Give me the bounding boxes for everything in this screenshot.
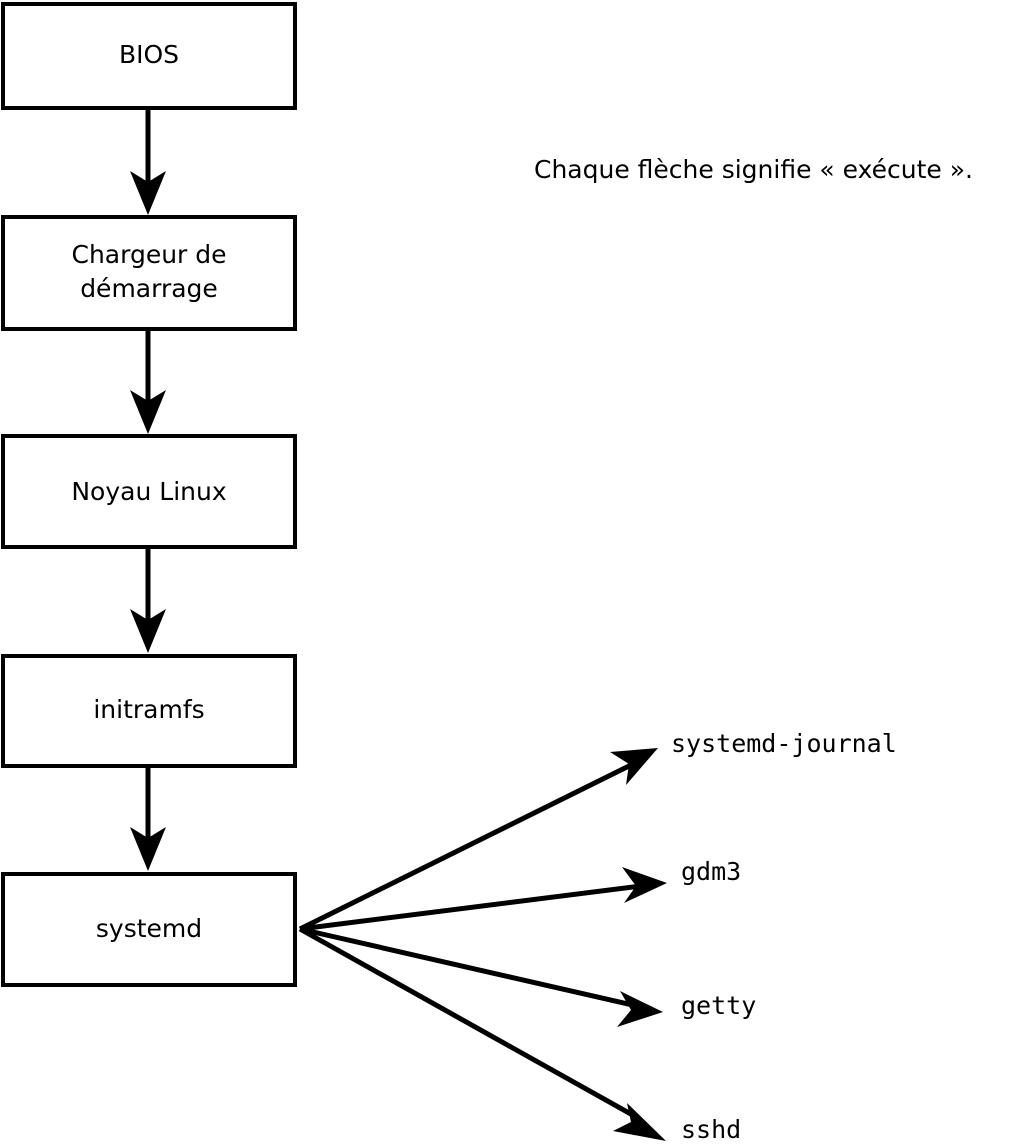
- node-bios-label: BIOS: [119, 40, 179, 69]
- node-bootloader-label-line2: démarrage: [80, 274, 218, 303]
- node-bootloader-box: [1, 215, 297, 331]
- arrow-systemd-to-getty: [299, 926, 663, 1027]
- node-initramfs[interactable]: initramfs: [1, 654, 297, 768]
- node-bios[interactable]: BIOS: [1, 2, 297, 110]
- node-bootloader[interactable]: Chargeur de démarrage: [1, 215, 297, 331]
- node-systemd-label: systemd: [96, 914, 202, 943]
- node-initramfs-label: initramfs: [93, 695, 204, 724]
- service-label-getty: getty: [681, 991, 756, 1020]
- arrow-systemd-to-systemd-journal: [298, 748, 658, 932]
- arrow-shaft: [298, 761, 635, 932]
- arrow-bootloader-to-kernel: [130, 329, 166, 434]
- arrow-kernel-to-initramfs: [130, 547, 166, 653]
- service-label-systemd-journal: systemd-journal: [671, 729, 897, 758]
- legend-note: Chaque flèche signifie « exécute ».: [534, 155, 973, 184]
- arrow-head-icon: [130, 390, 166, 434]
- node-bios-box: [1, 2, 297, 110]
- arrow-head-icon: [622, 867, 667, 903]
- arrow-head-icon: [610, 748, 658, 785]
- service-label-gdm3: gdm3: [681, 857, 741, 886]
- arrow-head-icon: [130, 171, 166, 215]
- node-kernel-label: Noyau Linux: [71, 477, 226, 506]
- arrow-head-icon: [130, 827, 166, 871]
- arrow-systemd-to-gdm3: [299, 867, 667, 932]
- arrow-systemd-to-sshd: [298, 926, 666, 1141]
- node-kernel[interactable]: Noyau Linux: [1, 434, 297, 549]
- arrow-head-icon: [613, 1103, 666, 1141]
- node-bootloader-label-line1: Chargeur de: [71, 240, 226, 269]
- arrow-head-icon: [130, 609, 166, 653]
- arrow-shaft: [299, 926, 638, 1009]
- arrow-shaft: [298, 926, 640, 1121]
- node-initramfs-box: [1, 654, 297, 768]
- node-systemd[interactable]: systemd: [1, 872, 297, 987]
- service-label-sshd: sshd: [681, 1115, 741, 1144]
- arrow-bios-to-bootloader: [130, 108, 166, 215]
- arrow-initramfs-to-systemd: [130, 766, 166, 871]
- node-systemd-box: [1, 872, 297, 987]
- arrow-head-icon: [617, 991, 663, 1027]
- arrow-shaft: [299, 883, 642, 932]
